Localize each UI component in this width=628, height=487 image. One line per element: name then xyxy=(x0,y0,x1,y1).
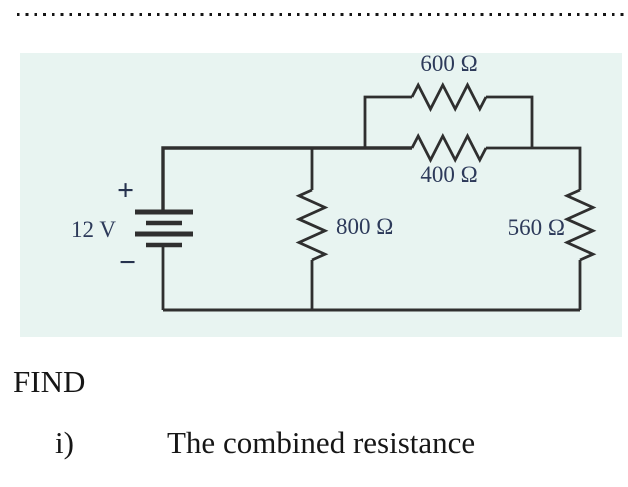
question-index: i) xyxy=(55,425,74,460)
battery-plus-sign: + xyxy=(117,174,135,207)
resistor-800-label: 800 Ω xyxy=(336,214,394,239)
resistor-400-label: 400 Ω xyxy=(420,162,478,187)
battery-minus-sign: − xyxy=(119,246,137,279)
circuit-panel xyxy=(20,53,622,337)
question-text: The combined resistance xyxy=(167,425,476,460)
dotted-separator xyxy=(17,13,628,16)
resistor-560-label: 560 Ω xyxy=(507,215,565,240)
find-heading: FIND xyxy=(13,364,86,399)
battery-voltage-label: 12 V xyxy=(71,217,116,242)
resistor-600-label: 600 Ω xyxy=(420,51,478,76)
